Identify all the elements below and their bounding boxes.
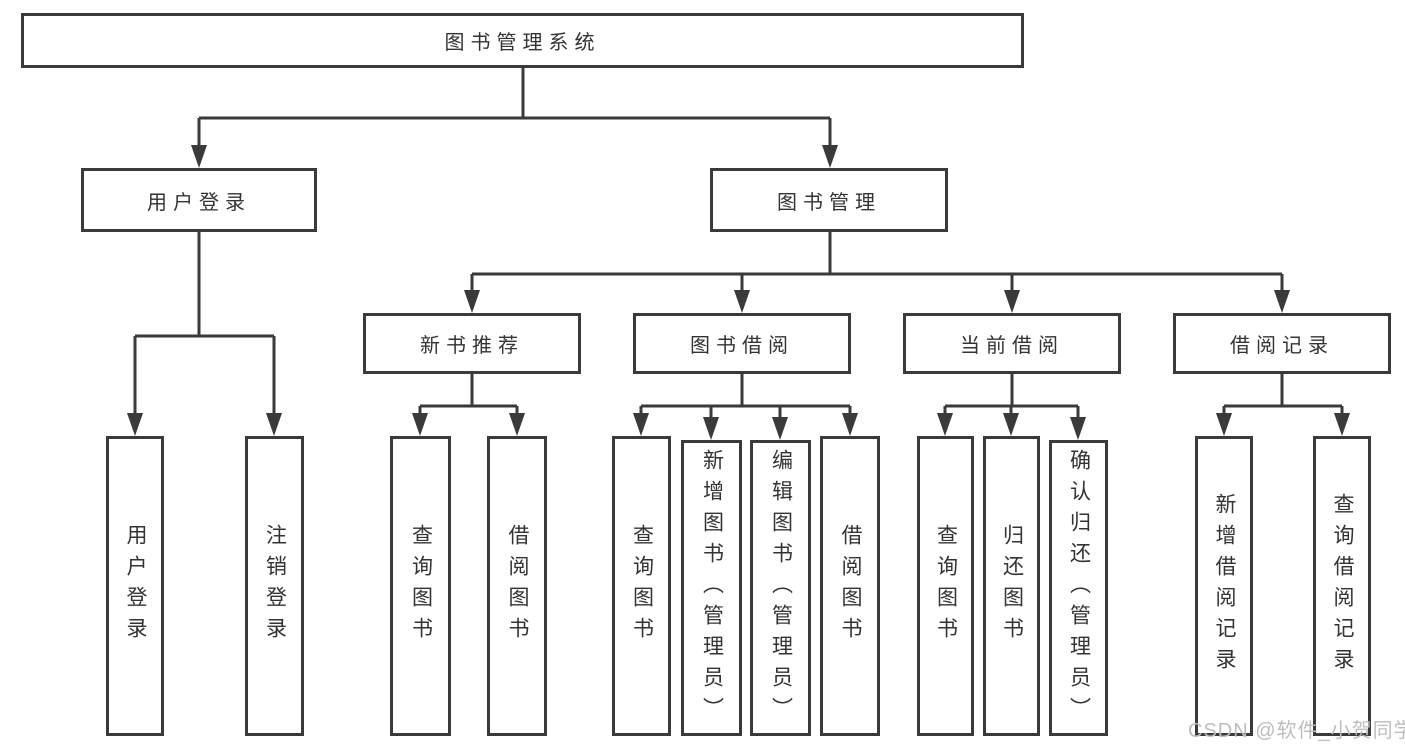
node-leaf-br-add-record: 新增借阅记录 <box>1195 436 1253 736</box>
arrowhead <box>127 413 143 436</box>
connector-line <box>470 232 1284 291</box>
node-leaf-nbr-query-books: 查询图书 <box>390 436 451 736</box>
arrowhead <box>633 413 649 436</box>
node-book-borrow: 图书借阅 <box>633 313 851 374</box>
arrowhead <box>509 413 525 436</box>
connector-root-children <box>191 68 838 168</box>
arrowhead <box>464 290 480 313</box>
arrowhead <box>1003 413 1019 436</box>
node-leaf-logout: 注销登录 <box>245 436 304 736</box>
node-borrow-record: 借阅记录 <box>1173 313 1391 374</box>
connector-new-book-rec-children <box>412 374 525 436</box>
connector-line <box>133 232 276 414</box>
node-leaf-cb-confirm-return-admin: 确认归还（管理员） <box>1049 440 1108 736</box>
arrowhead <box>191 145 207 168</box>
arrowhead <box>1004 290 1020 313</box>
arrowhead <box>412 413 428 436</box>
arrowhead <box>1216 413 1232 436</box>
node-current-borrow: 当前借阅 <box>903 313 1121 374</box>
connector-line <box>639 374 852 418</box>
node-leaf-br-query-record: 查询借阅记录 <box>1313 436 1371 736</box>
arrowhead <box>734 290 750 313</box>
node-leaf-bb-edit-books-admin: 编辑图书（管理员） <box>750 440 811 736</box>
node-leaf-bb-borrow-books: 借阅图书 <box>820 436 880 736</box>
arrowhead <box>1334 413 1350 436</box>
arrowhead <box>822 145 838 168</box>
connector-current-borrow-children <box>937 374 1086 440</box>
node-leaf-bb-add-books-admin: 新增图书（管理员） <box>681 440 742 736</box>
connector-book-mgmt-children <box>464 232 1290 313</box>
node-leaf-cb-query-books: 查询图书 <box>917 436 974 736</box>
node-user-login: 用户登录 <box>81 168 317 232</box>
arrowhead <box>842 413 858 436</box>
arrowhead <box>1070 417 1086 440</box>
connector-book-borrow-children <box>633 374 858 440</box>
node-leaf-bb-query-books: 查询图书 <box>612 436 671 736</box>
node-new-book-rec: 新书推荐 <box>363 313 581 374</box>
watermark: CSDN @软件_小贺同学 <box>1188 720 1405 742</box>
connector-line <box>197 68 832 146</box>
arrowhead <box>1274 290 1290 313</box>
arrowhead <box>703 417 719 440</box>
connector-user-login-children <box>127 232 282 436</box>
node-root: 图书管理系统 <box>21 13 1024 68</box>
node-leaf-nbr-borrow-books: 借阅图书 <box>487 436 547 736</box>
arrowhead <box>772 417 788 440</box>
node-book-mgmt: 图书管理 <box>710 168 948 232</box>
connector-line <box>943 374 1080 418</box>
connector-borrow-record-children <box>1216 374 1350 436</box>
node-leaf-cb-return-books: 归还图书 <box>983 436 1040 736</box>
node-leaf-user-login: 用户登录 <box>106 436 164 736</box>
arrowhead <box>266 413 282 436</box>
connector-line <box>1222 374 1344 414</box>
arrowhead <box>937 413 953 436</box>
connector-line <box>418 374 519 414</box>
